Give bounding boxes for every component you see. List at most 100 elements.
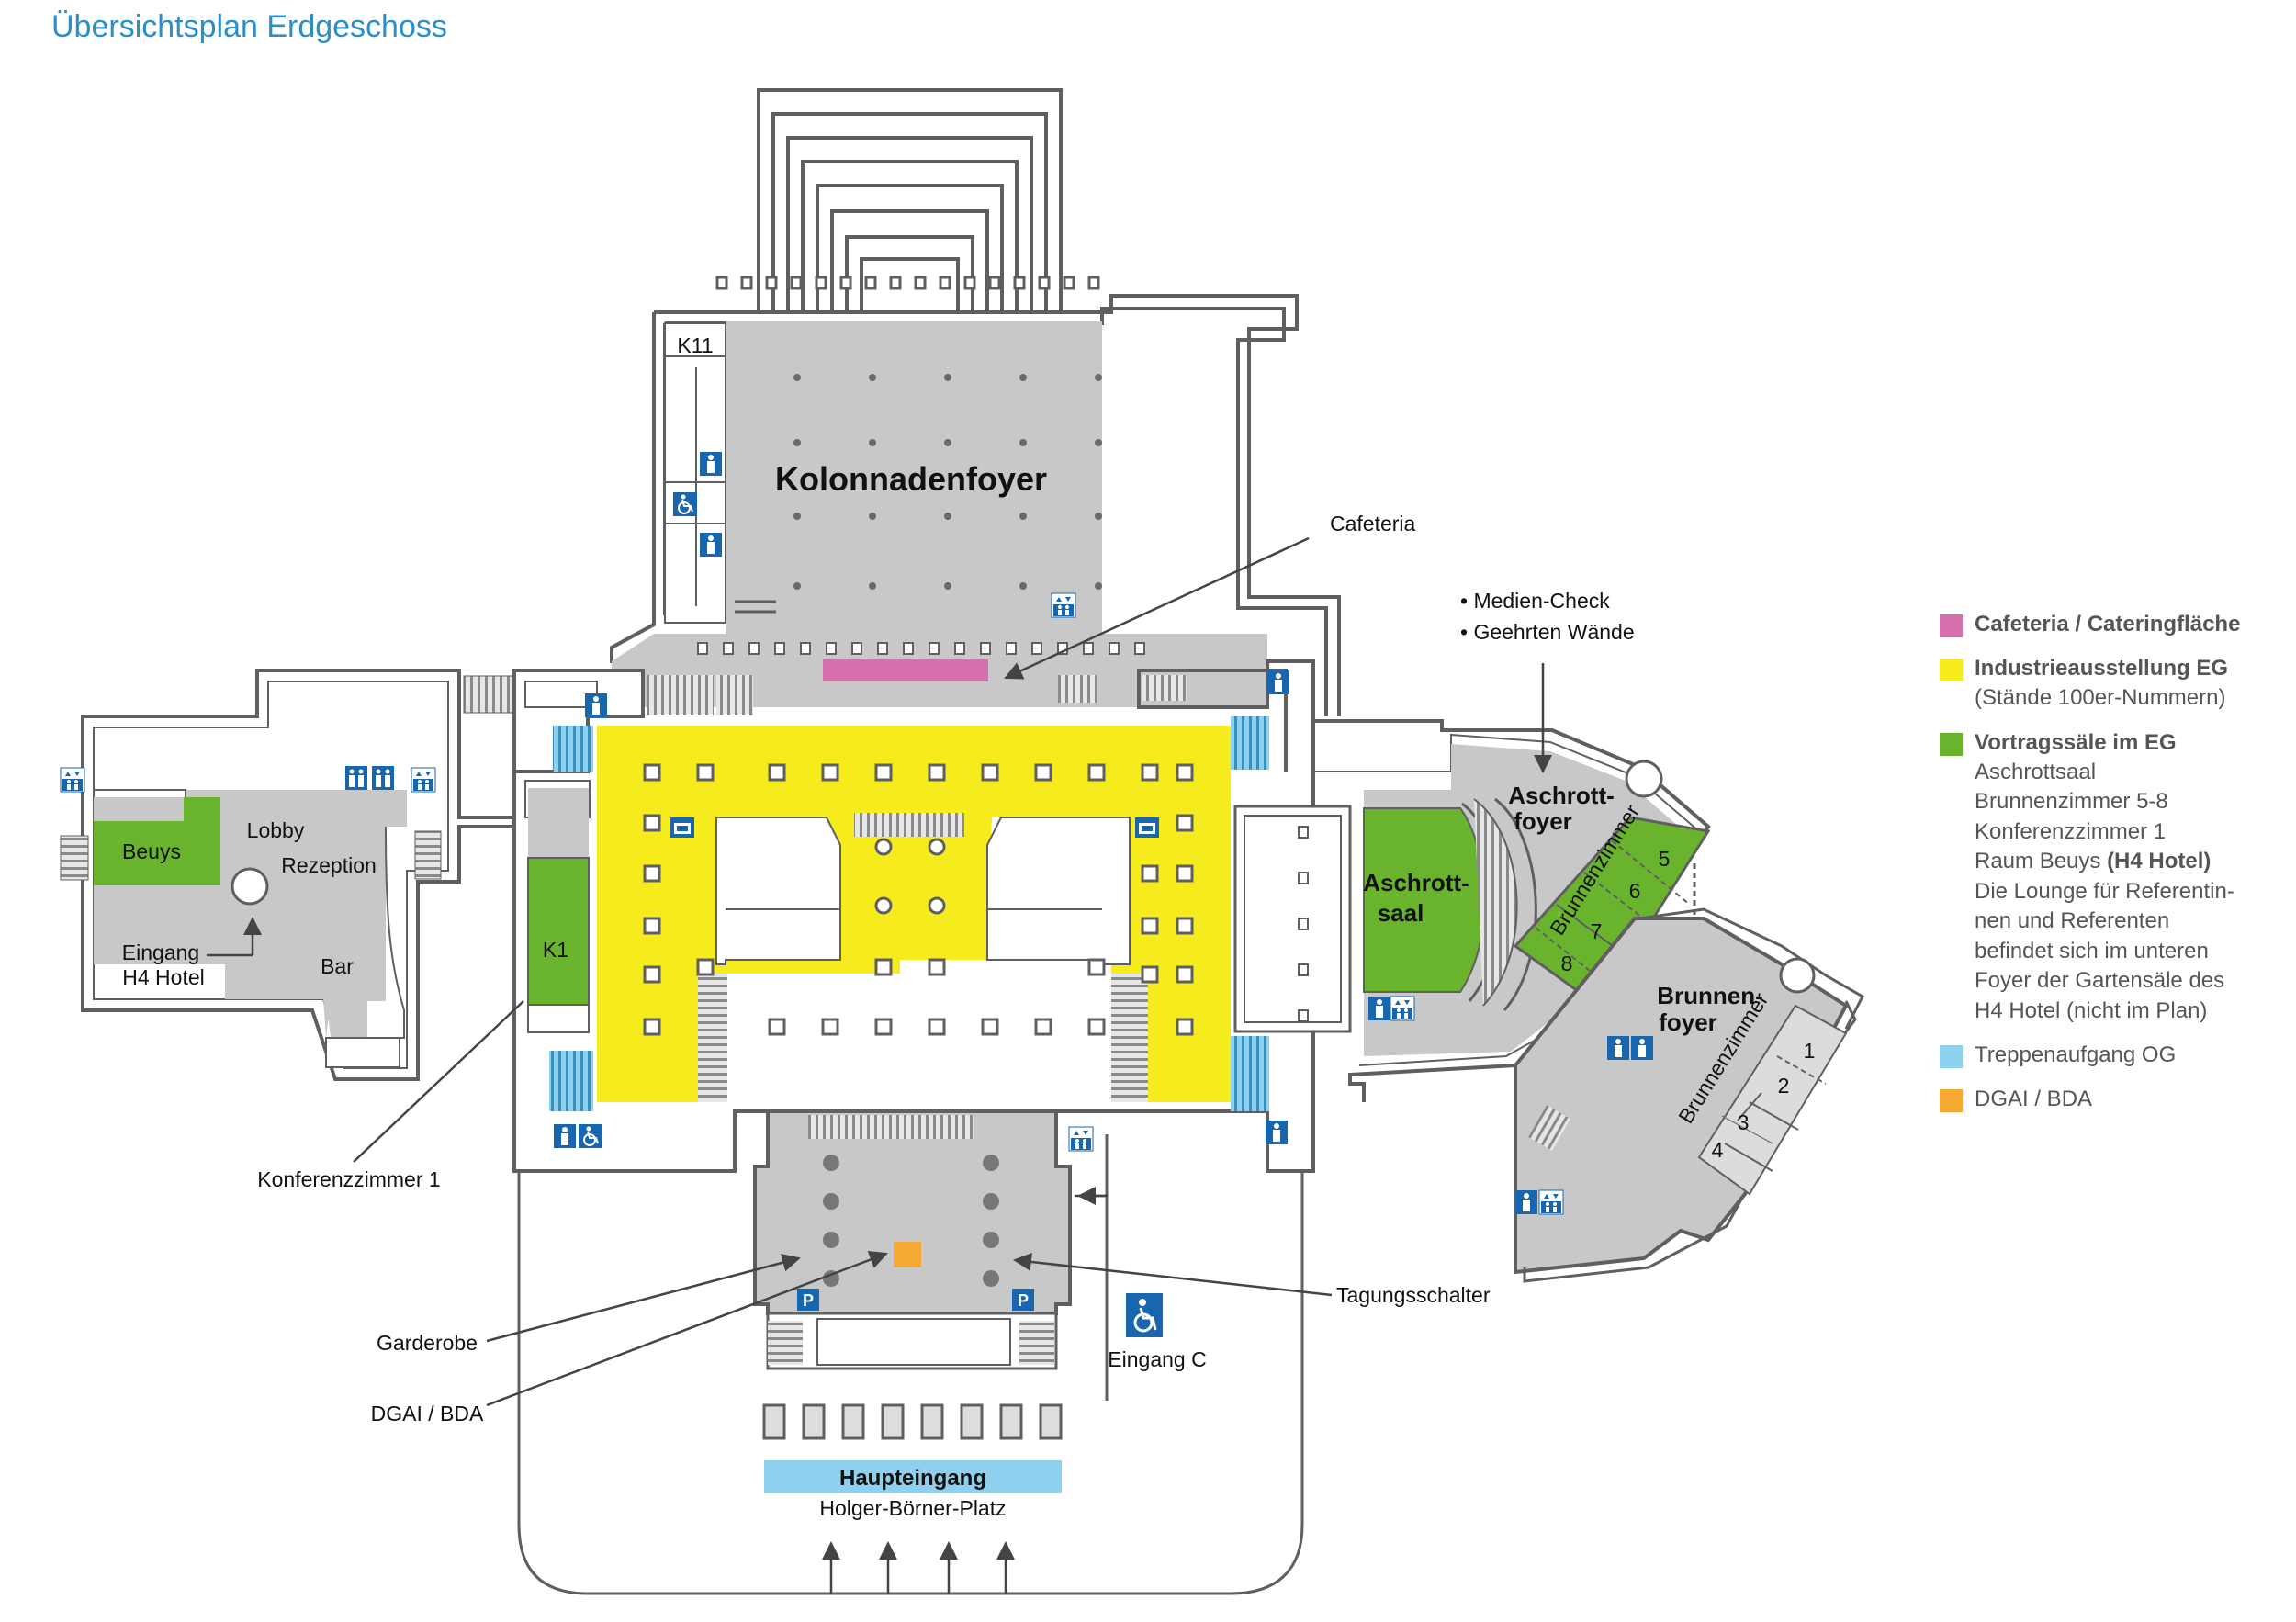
entrance-columns [823,1155,999,1287]
room-number-2: 2 [1778,1074,1790,1098]
legend-swatch-treppenaufgang [1940,1045,1963,1068]
wc-icon [554,1124,576,1148]
foyer-pillar-row [697,642,1145,655]
wc-icon [700,533,722,557]
room-number-5: 5 [1659,847,1671,871]
dgai-bda-area [894,1242,921,1267]
legend-title-cafeteria: Cafeteria / Cateringfläche [1975,612,2241,636]
cafeteria-area [823,659,988,681]
legend-swatch-industrieausstellung [1940,659,1963,681]
room-k11: K11 [677,333,713,357]
legend-item-industrieausstellung: Industrieausstellung EG (Stände 100er-Nu… [1940,654,2289,714]
legend: Cafeteria / Cateringfläche Industrieauss… [1940,610,2289,1129]
page-title: Übersichtsplan Erdgeschoss [51,9,447,44]
elevator-icon [1538,1189,1564,1215]
wc-icon [1267,670,1289,694]
wc-icon [700,452,722,476]
room-kolonnadenfoyer: Kolonnadenfoyer [775,460,1047,498]
cloakroom-icon [670,817,694,838]
legend-item-cafeteria: Cafeteria / Cateringfläche [1940,610,2289,639]
room-number-1: 1 [1804,1039,1816,1063]
legend-item-dgai: DGAI / BDA [1940,1085,2289,1114]
label-dgai-bda: DGAI / BDA [371,1402,484,1425]
room-number-8: 8 [1561,952,1573,975]
legend-item-treppenaufgang: Treppenaufgang OG [1940,1041,2289,1070]
label-geehrten-waende: • Geehrten Wände [1460,620,1635,644]
label-eingang-h4-line2: H4 Hotel [122,965,204,989]
east-wing [1233,719,1711,1102]
wc-icon [1368,997,1390,1020]
legend-item-vortragssaele: Vortragssäle im EG Aschrottsaal Brunnenz… [1940,728,2289,1027]
accessible-entrance-icon [1126,1293,1163,1337]
label-holger-boerner-platz: Holger-Börner-Platz [819,1496,1006,1520]
wc-icon [1631,1036,1653,1060]
parking-icon [1012,1289,1034,1311]
legend-swatch-cafeteria [1940,614,1963,637]
room-rezeption: Rezeption [281,853,377,877]
kolonnadenfoyer-columns [793,374,1102,590]
room-beuys: Beuys [122,839,181,863]
industrieausstellung-area [597,726,1231,1102]
north-building-walls [610,294,1341,716]
room-aschrottfoyer-line2: foyer [1514,807,1572,835]
legend-title-industrieausstellung: Industrieausstellung EG [1975,656,2229,681]
exhibition-columns [874,838,946,915]
wc-icon [585,693,607,717]
legend-sub-lounge-4: Foyer der Gartensäle des [1975,968,2225,993]
elevator-icon [1068,1126,1094,1152]
legend-sub-brunnenzimmer: Brunnenzimmer 5-8 [1975,789,2168,814]
label-haupteingang: Haupteingang [839,1466,986,1491]
wc-icon [372,766,394,790]
brunnenfoyer-area [1514,907,1864,1283]
label-medien-check: • Medien-Check [1460,589,1610,613]
wheelchair-icon [578,1123,603,1149]
label-konferenzzimmer: Konferenzzimmer 1 [257,1167,440,1191]
legend-beuys-bold: (H4 Hotel) [2107,849,2212,873]
room-number-4: 4 [1712,1138,1724,1162]
label-eingang-h4-line1: Eingang [122,941,199,964]
label-cafeteria: Cafeteria [1330,512,1416,535]
legend-sub-lounge-5: H4 Hotel (nicht im Plan) [1975,997,2208,1023]
legend-swatch-vortragssaele [1940,732,1963,756]
label-garderobe: Garderobe [377,1331,478,1355]
label-eingang-c: Eingang C [1108,1347,1206,1371]
legend-swatch-dgai [1940,1089,1963,1112]
wc-icon [1607,1036,1629,1060]
colonnade-pillars [715,276,1100,290]
legend-title-dgai: DGAI / BDA [1975,1087,2093,1111]
legend-sub-lounge-3: befindet sich im unteren [1975,938,2209,963]
room-aschrottsaal-line1: Aschrott- [1363,869,1469,896]
label-tagungsschalter: Tagungsschalter [1336,1283,1491,1307]
legend-sub-lounge-1: Die Lounge für Referentin- [1975,878,2234,904]
floor-plan: P [60,88,1864,1595]
elevator-icon [60,767,85,793]
legend-sub-staende: (Stände 100er-Nummern) [1975,685,2226,710]
legend-title-treppenaufgang: Treppenaufgang OG [1975,1042,2177,1067]
legend-sub-aschrottsaal: Aschrottsaal [1975,759,2097,784]
wc-icon [345,766,367,790]
haupteingang-bar [764,1460,1062,1493]
icons [60,452,1653,1337]
legend-sub-konferenzzimmer: Konferenzzimmer 1 [1975,818,2167,844]
turnstiles [762,1403,1063,1440]
parking-icon [797,1289,819,1311]
elevator-icon [1051,592,1076,618]
wheelchair-icon [672,491,698,517]
room-lobby: Lobby [247,818,305,842]
legend-title-vortragssaele: Vortragssäle im EG [1975,729,2177,755]
hotel-wing [60,669,516,1081]
wc-icon [1515,1190,1537,1214]
wc-icon [1266,1121,1288,1144]
room-bar: Bar [321,954,354,978]
cloakroom-icon [1135,817,1159,838]
leader-lines [207,536,1552,1594]
room-number-7: 7 [1591,919,1603,943]
room-number-6: 6 [1629,879,1641,903]
legend-beuys-text: Raum Beuys [1975,849,2108,873]
exhibition-pillars [643,763,1194,1036]
elevator-icon [1390,996,1415,1021]
room-brunnenfoyer-line2: foyer [1659,1008,1717,1036]
legend-sub-lounge-2: nen und Referenten [1975,908,2170,933]
room-number-3: 3 [1738,1110,1750,1134]
colonnade-outline [757,88,1063,312]
